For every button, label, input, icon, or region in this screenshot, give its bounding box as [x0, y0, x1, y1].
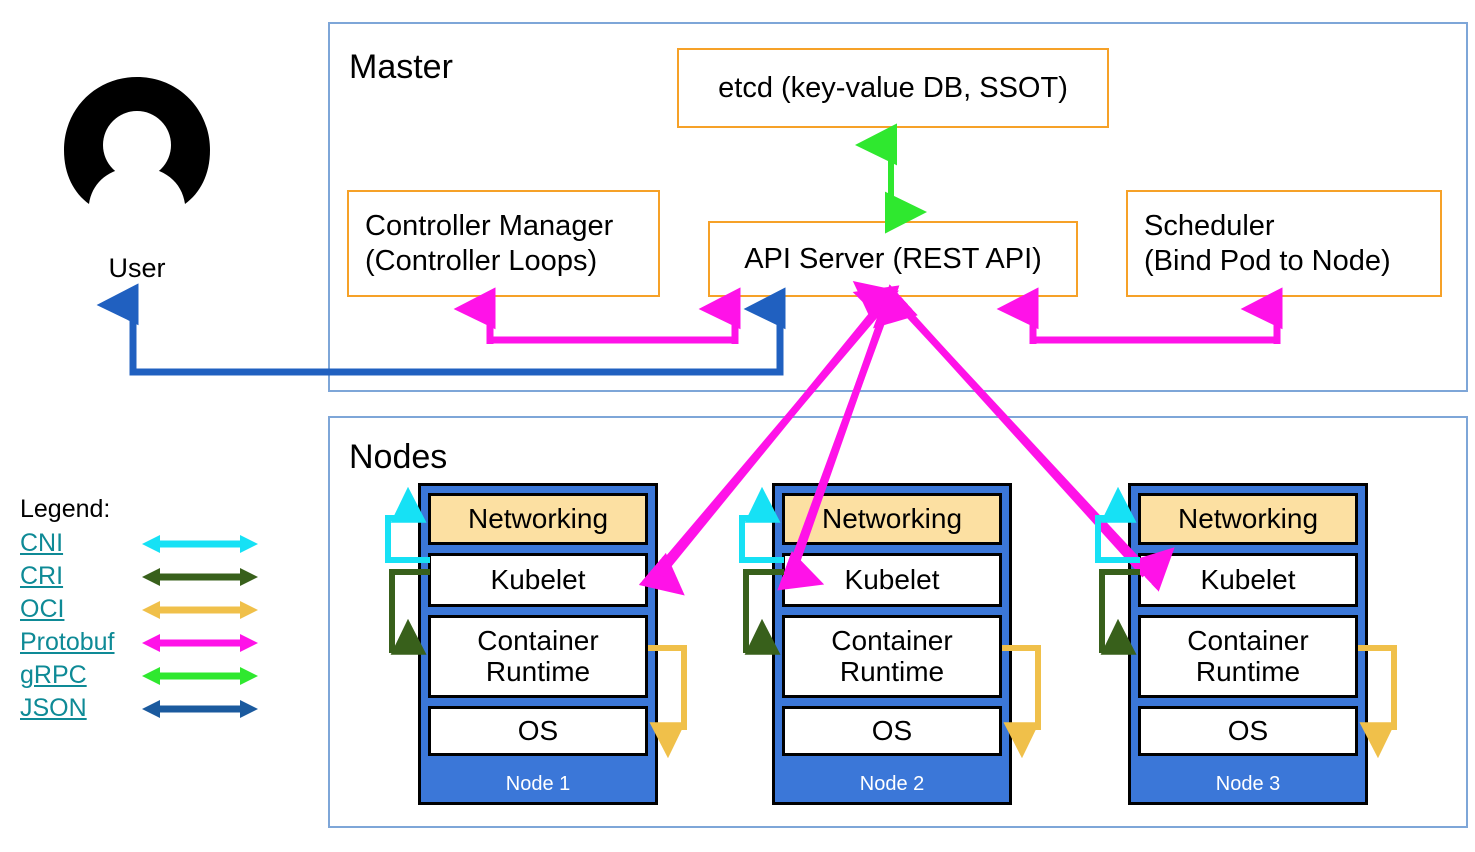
- legend-item-cri: CRI: [20, 560, 290, 593]
- legend-item-protobuf: Protobuf: [20, 626, 290, 659]
- legend-label-grpc[interactable]: gRPC: [20, 661, 87, 689]
- api-server-box[interactable]: API Server (REST API): [708, 221, 1078, 297]
- api-server-label: API Server (REST API): [744, 242, 1042, 275]
- legend-label-json[interactable]: JSON: [20, 694, 87, 722]
- scheduler-label: Scheduler (Bind Pod to Node): [1144, 210, 1391, 277]
- controller-manager-box[interactable]: Controller Manager (Controller Loops): [347, 190, 660, 297]
- legend: Legend: CNI CRI OCI: [20, 497, 290, 725]
- node-1-layer-container-runtime[interactable]: Container Runtime: [428, 615, 648, 698]
- node-1-layer-networking[interactable]: Networking: [428, 493, 648, 545]
- controller-manager-label: Controller Manager (Controller Loops): [365, 210, 614, 277]
- legend-label-protobuf[interactable]: Protobuf: [20, 628, 115, 656]
- node-1-layer-kubelet[interactable]: Kubelet: [428, 553, 648, 607]
- legend-item-grpc: gRPC: [20, 659, 290, 692]
- legend-item-oci: OCI: [20, 593, 290, 626]
- master-group-title: Master: [349, 48, 453, 86]
- legend-arrow-oci: [142, 600, 258, 619]
- user-avatar-icon: [64, 77, 210, 204]
- node-2-layer-os[interactable]: OS: [782, 706, 1002, 756]
- node-1-layer-os[interactable]: OS: [428, 706, 648, 756]
- node-2-layer-container-runtime[interactable]: Container Runtime: [782, 615, 1002, 698]
- scheduler-box[interactable]: Scheduler (Bind Pod to Node): [1126, 190, 1442, 297]
- legend-arrow-protobuf: [142, 633, 258, 652]
- legend-arrow-cni: [142, 534, 258, 553]
- node-3-layer-container-runtime[interactable]: Container Runtime: [1138, 615, 1358, 698]
- legend-label-cni[interactable]: CNI: [20, 529, 64, 557]
- etcd-label: etcd (key-value DB, SSOT): [718, 71, 1068, 104]
- nodes-group-title: Nodes: [349, 438, 448, 476]
- legend-arrow-grpc: [142, 666, 258, 685]
- node-1-label: Node 1: [505, 773, 571, 795]
- node-2-layer-kubelet[interactable]: Kubelet: [782, 553, 1002, 607]
- legend-title: Legend:: [20, 495, 111, 523]
- etcd-box[interactable]: etcd (key-value DB, SSOT): [677, 48, 1109, 128]
- node-3[interactable]: Networking Kubelet Container Runtime OS …: [1128, 483, 1368, 805]
- legend-arrow-json: [142, 699, 258, 718]
- node-2-label: Node 2: [859, 773, 925, 795]
- legend-item-cni: CNI: [20, 527, 290, 560]
- user-label: User: [108, 253, 166, 283]
- node-3-label: Node 3: [1215, 773, 1281, 795]
- node-3-layer-kubelet[interactable]: Kubelet: [1138, 553, 1358, 607]
- node-1[interactable]: Networking Kubelet Container Runtime OS …: [418, 483, 658, 805]
- node-3-layer-networking[interactable]: Networking: [1138, 493, 1358, 545]
- legend-item-json: JSON: [20, 692, 290, 725]
- node-2-layer-networking[interactable]: Networking: [782, 493, 1002, 545]
- node-3-layer-os[interactable]: OS: [1138, 706, 1358, 756]
- legend-arrow-cri: [142, 567, 258, 586]
- node-2[interactable]: Networking Kubelet Container Runtime OS …: [772, 483, 1012, 805]
- legend-label-oci[interactable]: OCI: [20, 595, 65, 623]
- legend-label-cri[interactable]: CRI: [20, 562, 64, 590]
